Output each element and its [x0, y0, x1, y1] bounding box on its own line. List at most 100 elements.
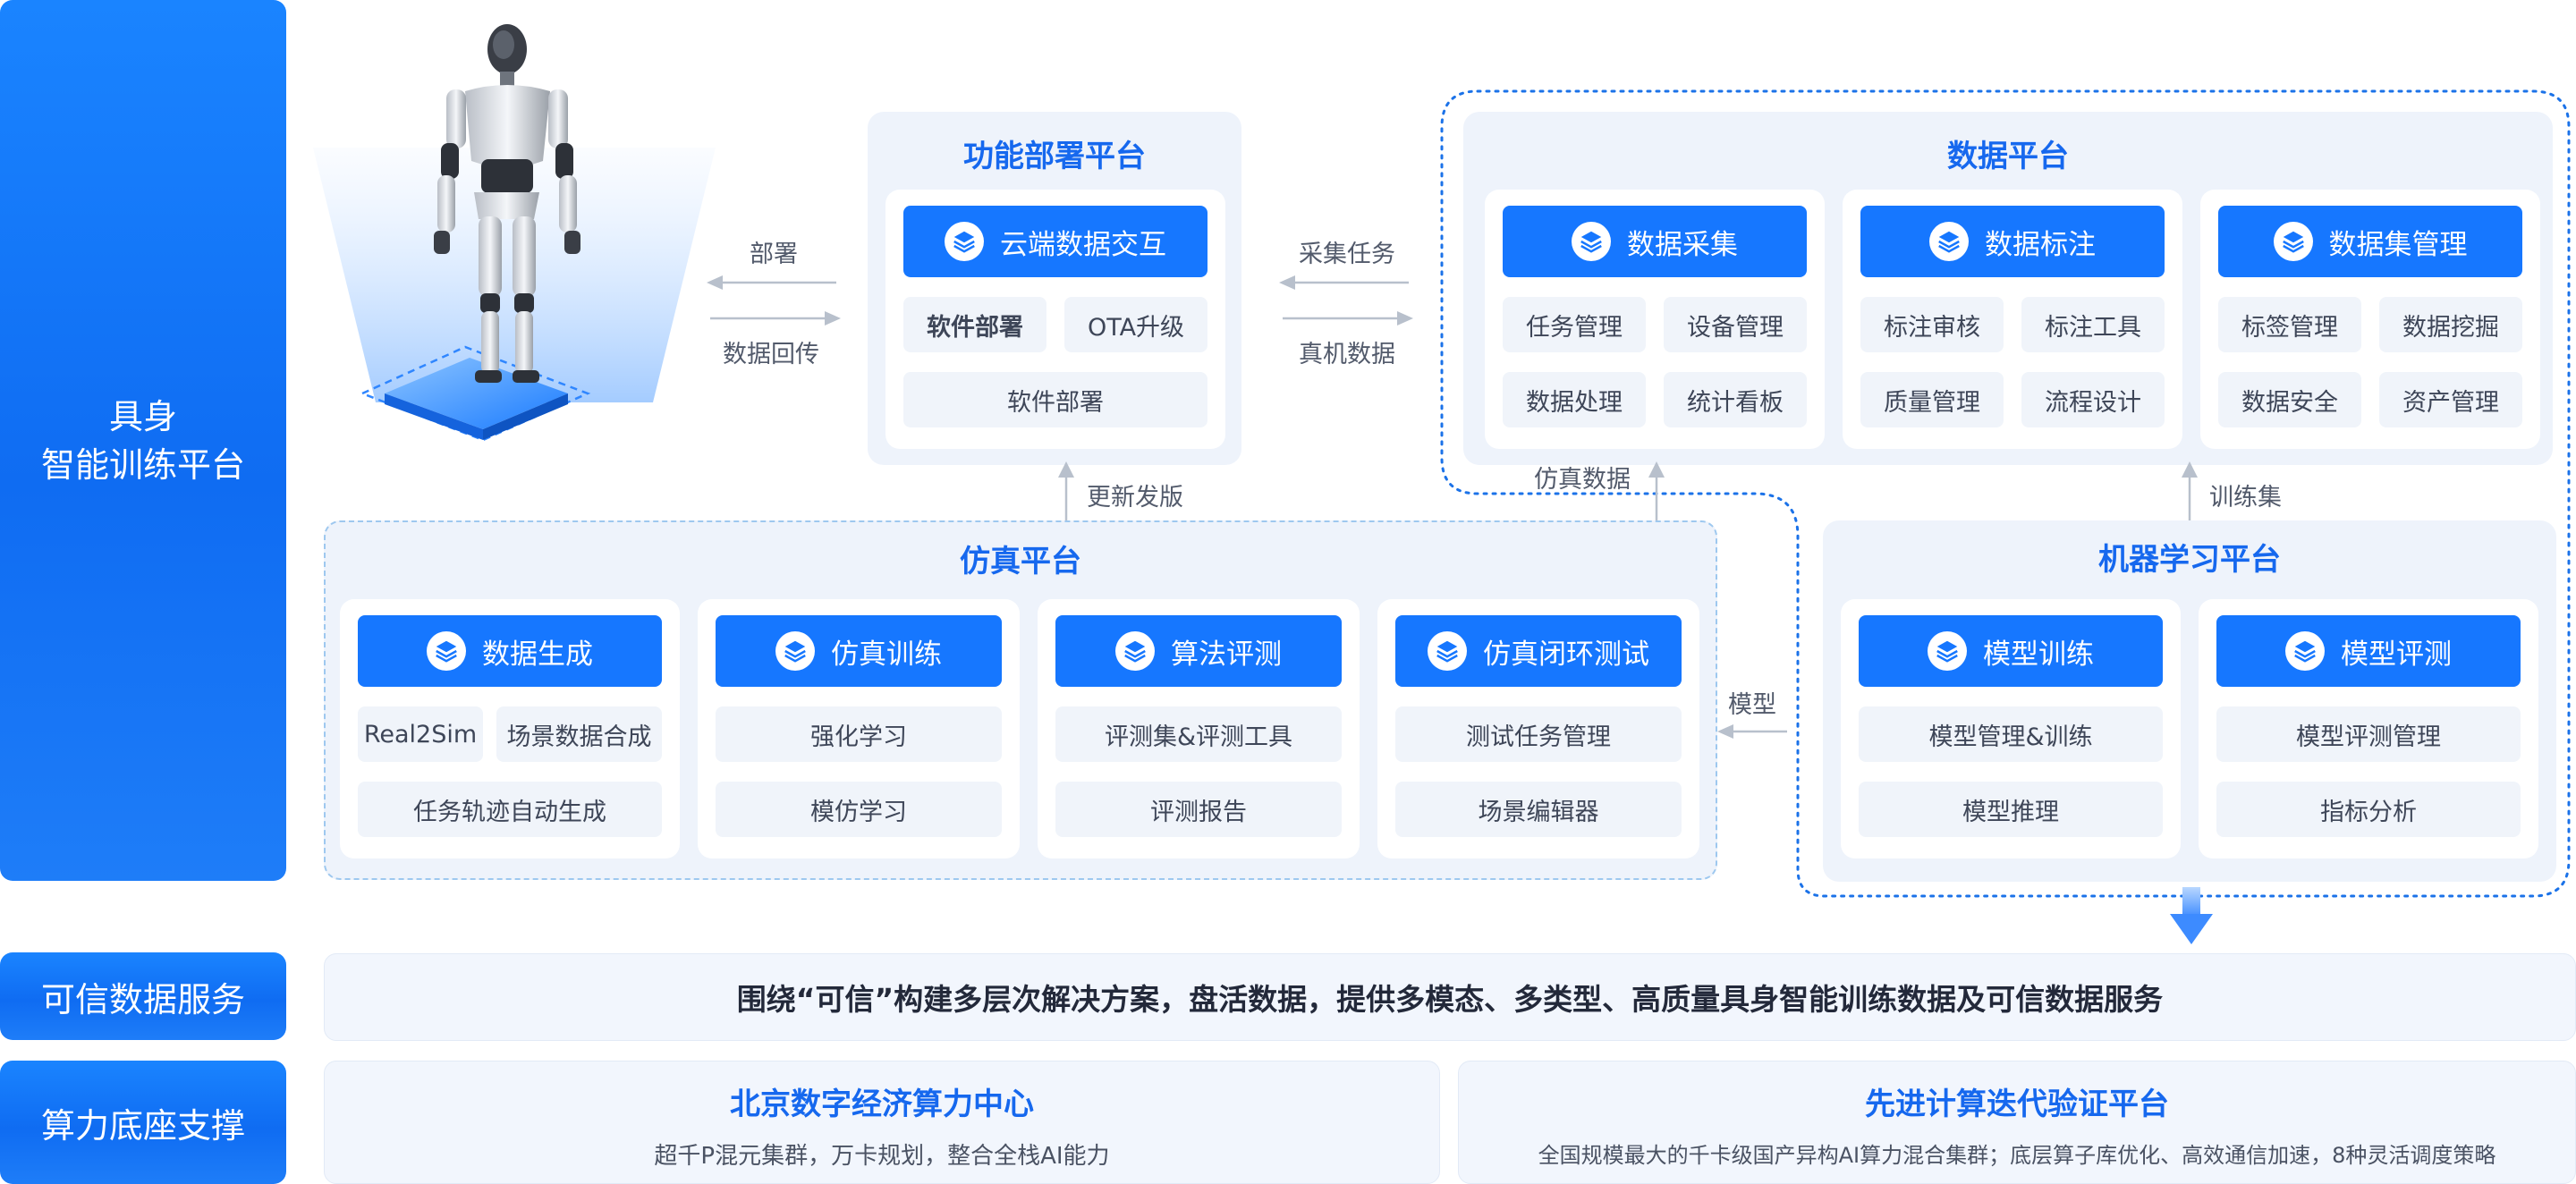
chip-scene-editor[interactable]: 场景编辑器	[1395, 782, 1682, 837]
chip-reinforcement-learning[interactable]: 强化学习	[716, 706, 1002, 762]
compute-right-desc: 全国规模最大的千卡级国产异构AI算力混合集群；底层算子库优化、高效通信加速，8种…	[1538, 1143, 2496, 1168]
chip-data-security[interactable]: 数据安全	[2218, 372, 2361, 427]
sim-module-train: 仿真训练 强化学习 模仿学习	[698, 599, 1020, 858]
compute-verify-box: 先进计算迭代验证平台 全国规模最大的千卡级国产异构AI算力混合集群；底层算子库优…	[1458, 1061, 2576, 1184]
compute-center-box: 北京数字经济算力中心 超千P混元集群，万卡规划，整合全栈AI能力	[324, 1061, 1440, 1184]
arrow-icon	[1717, 724, 1787, 739]
data-platform-title: 数据平台	[1947, 139, 2069, 174]
chip-scene-synthesis[interactable]: 场景数据合成	[496, 706, 662, 762]
closed-loop-test-button-label: 仿真闭环测试	[1483, 638, 1649, 671]
chip-task-management[interactable]: 任务管理	[1503, 297, 1646, 352]
ml-module-evaluate: 模型评测 模型评测管理 指标分析	[2199, 599, 2538, 858]
chip-data-mining[interactable]: 数据挖掘	[2379, 297, 2522, 352]
sidebar-compute-label: 算力底座支撑	[40, 1105, 245, 1146]
chip-eval-report[interactable]: 评测报告	[1055, 782, 1342, 837]
arrow-icon	[707, 275, 836, 290]
layers-icon	[427, 631, 466, 671]
model-train-button[interactable]: 模型训练	[1859, 615, 2163, 687]
layers-icon	[2285, 631, 2325, 671]
chip-data-processing[interactable]: 数据处理	[1503, 372, 1646, 427]
sim-train-button-label: 仿真训练	[831, 638, 942, 671]
arrow-label-deploy: 部署	[750, 241, 798, 268]
data-module-annotate: 数据标注 标注审核 标注工具 质量管理 流程设计	[1843, 190, 2182, 449]
arrow-label-update-release: 更新发版	[1087, 484, 1183, 512]
data-loop-boundary	[1440, 89, 2571, 898]
model-eval-button-label: 模型评测	[2341, 638, 2452, 671]
data-collect-button[interactable]: 数据采集	[1503, 206, 1807, 277]
dataset-management-button[interactable]: 数据集管理	[2218, 206, 2522, 277]
chip-software-deploy[interactable]: 软件部署	[903, 297, 1046, 352]
compute-left-title: 北京数字经济算力中心	[730, 1087, 1034, 1122]
chip-process-design[interactable]: 流程设计	[2021, 372, 2165, 427]
arrow-label-data-return: 数据回传	[723, 341, 819, 368]
arrow-icon	[1279, 275, 1409, 290]
sidebar-trusted-label: 可信数据服务	[40, 979, 245, 1019]
chip-annotation-review[interactable]: 标注审核	[1860, 297, 2004, 352]
dataset-management-button-label: 数据集管理	[2328, 228, 2468, 261]
chip-device-management[interactable]: 设备管理	[1664, 297, 1807, 352]
ml-module-train: 模型训练 模型管理&训练 模型推理	[1841, 599, 2181, 858]
sim-train-button[interactable]: 仿真训练	[716, 615, 1002, 687]
sim-module-evaluate: 算法评测 评测集&评测工具 评测报告	[1038, 599, 1360, 858]
sidebar-compute: 算力底座支撑	[0, 1061, 286, 1184]
data-annotate-button[interactable]: 数据标注	[1860, 206, 2165, 277]
data-generate-button[interactable]: 数据生成	[358, 615, 662, 687]
chip-eval-set-tools[interactable]: 评测集&评测工具	[1055, 706, 1342, 762]
compute-left-desc: 超千P混元集群，万卡规划，整合全栈AI能力	[654, 1143, 1110, 1170]
chip-annotation-tools[interactable]: 标注工具	[2021, 297, 2165, 352]
arrow-icon	[710, 311, 841, 326]
algorithm-eval-button-label: 算法评测	[1171, 638, 1282, 671]
arrow-label-collect-task: 采集任务	[1299, 241, 1395, 268]
arrow-icon	[1648, 461, 1665, 520]
arrow-icon	[1058, 461, 1074, 520]
sim-platform-title: 仿真平台	[960, 544, 1081, 579]
chip-tag-management[interactable]: 标签管理	[2218, 297, 2361, 352]
layers-icon	[2273, 222, 2313, 261]
chip-trajectory-generation[interactable]: 任务轨迹自动生成	[358, 782, 662, 837]
layers-icon	[1115, 631, 1155, 671]
chip-real2sim[interactable]: Real2Sim	[358, 706, 483, 762]
deploy-platform-title: 功能部署平台	[963, 139, 1146, 174]
chip-metric-analysis[interactable]: 指标分析	[2216, 782, 2521, 837]
cloud-data-button-label: 云端数据交互	[1000, 228, 1166, 261]
sidebar-main-line2: 智能训练平台	[40, 444, 245, 485]
trusted-service-text: 围绕“可信”构建多层次解决方案，盘活数据，提供多模态、多类型、高质量具身智能训练…	[736, 982, 2164, 1017]
chip-test-task-management[interactable]: 测试任务管理	[1395, 706, 1682, 762]
cloud-data-button[interactable]: 云端数据交互	[903, 206, 1208, 277]
model-eval-button[interactable]: 模型评测	[2216, 615, 2521, 687]
layers-icon	[1929, 222, 1969, 261]
chip-stats-board[interactable]: 统计看板	[1664, 372, 1807, 427]
down-arrow-icon	[2170, 887, 2213, 944]
sidebar-trusted: 可信数据服务	[0, 952, 286, 1040]
arrow-label-model: 模型	[1728, 691, 1776, 719]
arrow-label-training-set: 训练集	[2209, 484, 2282, 512]
data-annotate-button-label: 数据标注	[1985, 228, 2096, 261]
sidebar-main-line1: 具身	[108, 396, 177, 436]
chip-software-deploy-2[interactable]: 软件部署	[903, 372, 1208, 427]
chip-asset-management[interactable]: 资产管理	[2379, 372, 2522, 427]
closed-loop-test-button[interactable]: 仿真闭环测试	[1395, 615, 1682, 687]
arrow-icon	[1283, 311, 1413, 326]
chip-model-management-training[interactable]: 模型管理&训练	[1859, 706, 2163, 762]
chip-model-eval-management[interactable]: 模型评测管理	[2216, 706, 2521, 762]
arrow-label-real-data: 真机数据	[1299, 341, 1395, 368]
algorithm-eval-button[interactable]: 算法评测	[1055, 615, 1342, 687]
chip-ota-upgrade[interactable]: OTA升级	[1064, 297, 1208, 352]
data-module-collect: 数据采集 任务管理 设备管理 数据处理 统计看板	[1485, 190, 1825, 449]
chip-quality-management[interactable]: 质量管理	[1860, 372, 2004, 427]
data-module-dataset: 数据集管理 标签管理 数据挖掘 数据安全 资产管理	[2200, 190, 2540, 449]
sim-module-closed-loop: 仿真闭环测试 测试任务管理 场景编辑器	[1377, 599, 1699, 858]
data-generate-button-label: 数据生成	[482, 638, 593, 671]
sidebar-main: 具身 智能训练平台	[0, 0, 286, 881]
data-collect-button-label: 数据采集	[1627, 228, 1738, 261]
layers-icon	[775, 631, 815, 671]
deploy-platform-card: 云端数据交互 软件部署 OTA升级 软件部署	[886, 190, 1225, 449]
layers-icon	[945, 222, 984, 261]
trusted-service-banner: 围绕“可信”构建多层次解决方案，盘活数据，提供多模态、多类型、高质量具身智能训练…	[324, 953, 2576, 1041]
chip-imitation-learning[interactable]: 模仿学习	[716, 782, 1002, 837]
compute-right-title: 先进计算迭代验证平台	[1865, 1087, 2169, 1122]
layers-icon	[1428, 631, 1467, 671]
chip-model-inference[interactable]: 模型推理	[1859, 782, 2163, 837]
arrow-icon	[2182, 461, 2198, 520]
model-train-button-label: 模型训练	[1983, 638, 2094, 671]
